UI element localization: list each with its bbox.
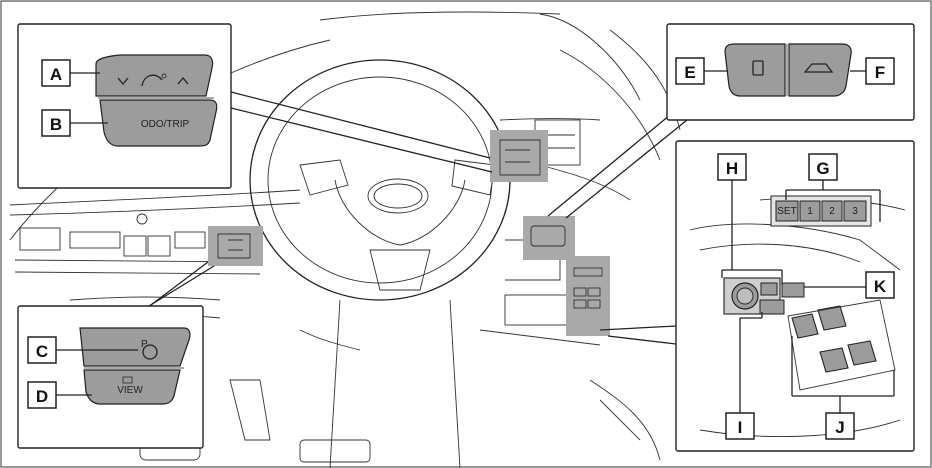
back-door-icon — [803, 63, 834, 73]
callout-f: F — [875, 63, 885, 82]
inset-left-panel: P VIEW C D — [17, 305, 204, 449]
meter-display-icon — [141, 74, 163, 87]
mirror-fold-button[interactable] — [781, 282, 805, 298]
window-switch-rear-right[interactable] — [847, 340, 877, 366]
power-window-switches — [787, 299, 896, 391]
callout-h: H — [726, 159, 738, 178]
memory-1-button[interactable] — [799, 200, 821, 222]
callout-h-box — [717, 153, 747, 181]
callout-j: J — [835, 418, 844, 437]
odo-trip-button[interactable] — [99, 99, 218, 147]
window-lock-switch[interactable] — [759, 299, 785, 315]
memory-set-button[interactable] — [775, 200, 799, 222]
callout-i: I — [738, 418, 743, 437]
memory-set-label: SET — [777, 206, 796, 217]
window-switch-front-left[interactable] — [791, 313, 819, 339]
highlight-steering-switches — [490, 130, 548, 182]
memory-2-label: 2 — [829, 206, 835, 217]
callout-c: C — [36, 342, 48, 361]
callout-k-box — [865, 271, 895, 299]
chevron-up-icon — [177, 76, 189, 85]
fuel-door-opener-button[interactable] — [724, 43, 786, 97]
callout-i-box — [725, 412, 755, 440]
fuel-pump-icon — [752, 60, 764, 76]
inset-steering-switches: ODO/TRIP A B — [17, 23, 232, 189]
memory-3-label: 3 — [852, 206, 858, 217]
power-back-door-button[interactable] — [788, 43, 852, 97]
callout-d-box — [27, 381, 57, 409]
callout-b: B — [50, 115, 62, 134]
parking-support-button[interactable] — [79, 327, 191, 367]
view-label: VIEW — [117, 385, 143, 396]
memory-2-button[interactable] — [821, 200, 843, 222]
steering-wheel-icon — [142, 344, 158, 360]
mirror-select-button[interactable] — [760, 282, 778, 296]
chevron-down-icon — [117, 77, 129, 86]
p-mark-label: P — [141, 339, 148, 350]
highlight-fuel-door-panel — [523, 216, 575, 260]
memory-1-label: 1 — [807, 206, 813, 217]
view-button[interactable] — [83, 369, 181, 405]
memory-3-button[interactable] — [843, 200, 867, 222]
odo-trip-label: ODO/TRIP — [141, 119, 190, 130]
callout-a-box — [41, 59, 71, 87]
callout-g: G — [816, 159, 829, 178]
callout-a: A — [50, 65, 62, 84]
callout-d: D — [36, 387, 48, 406]
callout-e: E — [684, 63, 695, 82]
highlight-left-panel — [208, 226, 263, 266]
inset-door-controls: SET 1 2 3 H G — [675, 140, 915, 452]
window-switch-rear-left[interactable] — [819, 347, 849, 373]
camera-icon — [122, 376, 133, 384]
inset-fuel-door-switches: E F — [666, 23, 915, 121]
leader-lines — [130, 91, 688, 345]
memory-buttons: SET 1 2 3 — [770, 195, 872, 227]
callout-e-box — [675, 57, 705, 85]
window-switch-front-right[interactable] — [817, 305, 847, 331]
callout-k: K — [874, 277, 887, 296]
